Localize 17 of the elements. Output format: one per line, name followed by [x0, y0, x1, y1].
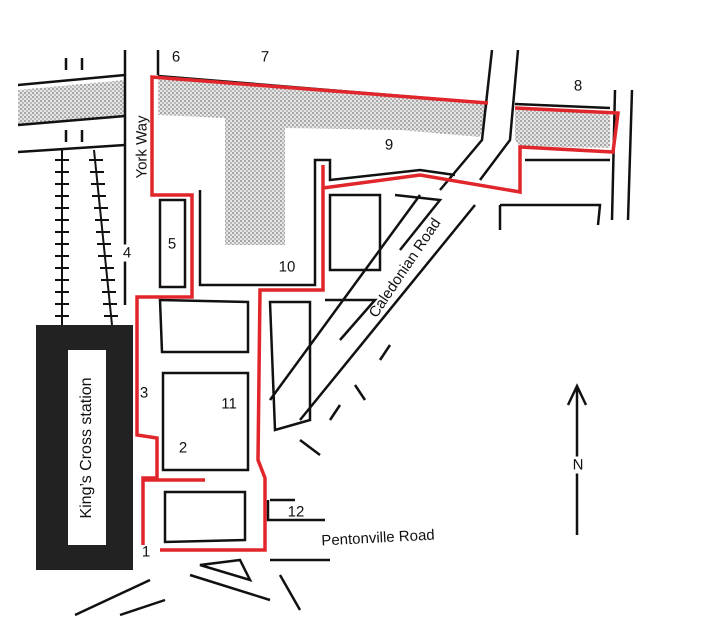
- callout-number: 5: [168, 236, 176, 252]
- north-label: N: [572, 456, 584, 474]
- callout-number: 6: [172, 50, 180, 64]
- callout-number: 1: [142, 544, 150, 560]
- callout-number: 9: [384, 138, 394, 152]
- callout-number: 11: [221, 396, 237, 412]
- callout-number: 4: [122, 244, 132, 262]
- callout-number: 12: [288, 504, 304, 520]
- street-name: York Way: [134, 115, 150, 179]
- station-name: King’s Cross station: [79, 376, 95, 518]
- callout-number: 2: [178, 440, 188, 456]
- callout-number: 3: [140, 386, 148, 400]
- callout-number: 8: [574, 78, 582, 94]
- callout-number: 10: [278, 260, 296, 274]
- station-building: [36, 325, 133, 570]
- street-name: Pentonville Road: [320, 528, 436, 548]
- callout-number: 7: [260, 50, 270, 64]
